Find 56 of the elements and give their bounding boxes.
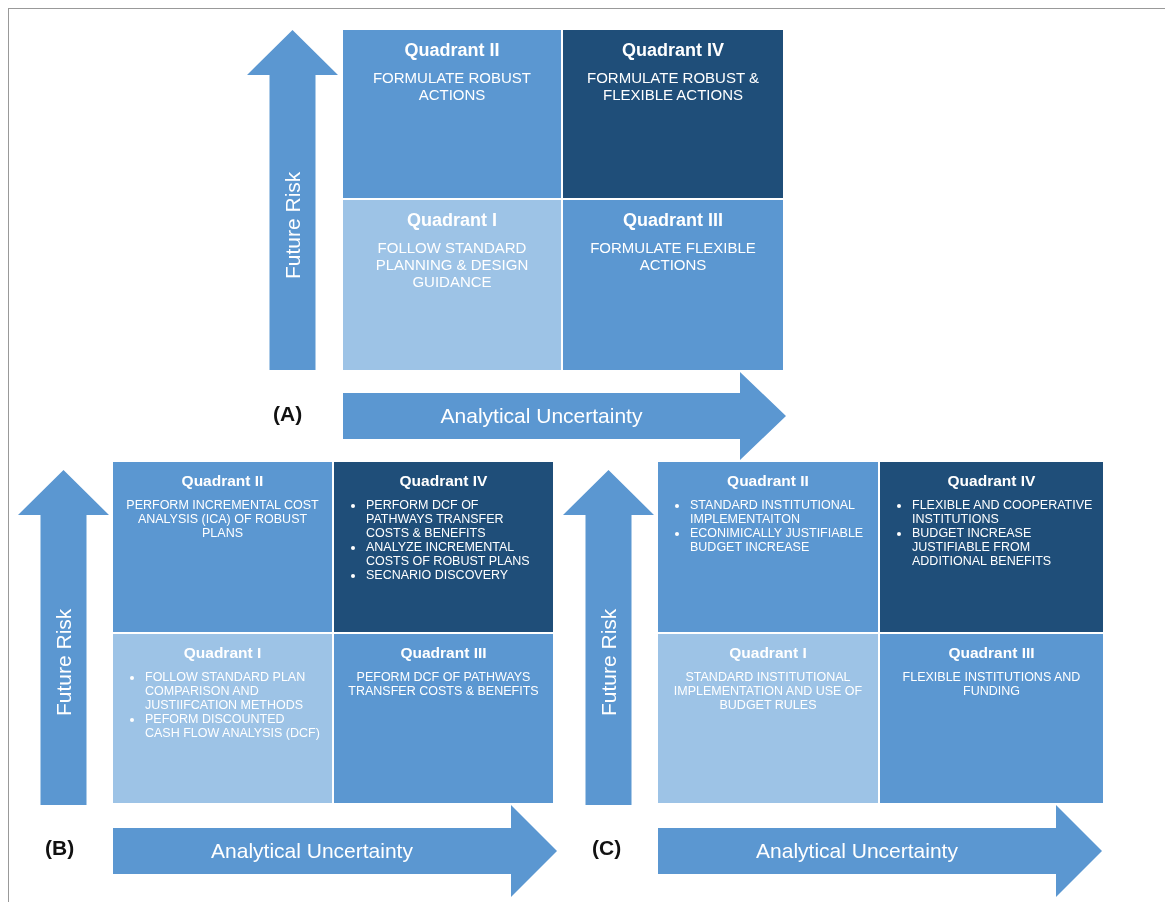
panel-label: (B) [45,836,75,860]
bullet-item: FLEXIBLE AND COOPERATIVE INSTITUTIONS [912,498,1093,526]
axis-label: Future Risk [280,170,305,281]
quadrant-text: PERFORM INCREMENTAL COST ANALYSIS (ICA) OF ROBUST PLANS [125,498,320,540]
quadrant-heading: Quadrant III [399,644,488,662]
quadrant-heading: Quadrant III [947,644,1036,662]
axis-arrow [113,805,557,897]
bullet-item: FOLLOW STANDARD PLAN COMPARISON AND JUSTIIFCATION METHODS [145,670,306,712]
quadrant-text: FOLLOW STANDARD PLANNING & DESIGN GUIDANCE [374,239,530,290]
bullet-item: STANDARD INSTITUTIONAL IMPLEMENTAITON [690,498,855,526]
quadrant-cell [113,462,332,632]
bullet-item: PEFORM DISCOUNTED CASH FLOW ANALYSIS (DCF) [145,712,320,740]
quadrant-heading: Quadrant IV [398,472,489,490]
quadrant-heading: Quadrant II [180,472,265,490]
axis-arrow [247,30,338,370]
quadrant-heading: Quadrant II [403,40,501,61]
quadrant-cell [658,462,878,632]
axis-arrow [343,372,786,460]
quadrant-text: STANDARD INSTITUTIONAL IMPLEMENTATION AND USE OF BUDGET RULES [672,670,864,712]
quadrant-cell [343,200,561,370]
quadrant-cell [880,462,1103,632]
quadrant-heading: Quadrant I [406,210,498,231]
quadrant-cell [113,634,332,803]
quadrant-heading: Quadrant I [182,644,263,662]
bullet-item: SECNARIO DISCOVERY [366,568,509,582]
panel-label: (A) [273,402,303,426]
bullet-item: PERFORM DCF OF PATHWAYS TRANSFER COSTS & BENEFITS [366,498,504,540]
axis-label: Analytical Uncertainty [755,839,959,863]
panel-label: (C) [592,836,622,860]
quadrant-heading: Quadrant IV [621,40,725,61]
quadrant-heading: Quadrant III [622,210,724,231]
quadrant-cell [563,200,783,370]
axis-label: Future Risk [596,607,621,719]
bullet-item: ECONIMICALLY JUSTIFIABLE BUDGET INCREASE [690,526,864,554]
axis-label: Future Risk [51,607,76,719]
quadrant-heading: Quadrant I [728,644,808,662]
bullet-item: BUDGET INCREASE JUSTIFIABLE FROM ADDITIONAL BENEFITS [912,526,1052,568]
quadrant-text: FORMULATE FLEXIBLE ACTIONS [589,239,757,273]
quadrant-heading: Quadrant II [726,472,810,490]
quadrant-cell [343,30,561,198]
axis-arrow [18,470,109,805]
quadrant-heading: Quadrant IV [946,472,1037,490]
quadrant-text: FLEXIBLE INSTITUTIONS AND FUNDING [901,670,1082,698]
bullet-item: ANALYZE INCREMENTAL COSTS OF ROBUST PLANS [366,540,530,568]
quadrant-text: FORMULATE ROBUST & FLEXIBLE ACTIONS [586,69,760,103]
quadrant-cell [880,634,1103,803]
axis-label: Analytical Uncertainty [210,839,414,863]
axis-arrow [658,805,1102,897]
axis-label: Analytical Uncertainty [439,404,644,428]
quadrant-cell [658,634,878,803]
quadrant-cell [334,462,553,632]
quadrant-text: FORMULATE ROBUST ACTIONS [371,69,533,103]
quadrant-cell [563,30,783,198]
quadrant-text: PEFORM DCF OF PATHWAYS TRANSFER COSTS & BENEFITS [347,670,540,698]
quadrant-cell [334,634,553,803]
axis-arrow [563,470,654,805]
